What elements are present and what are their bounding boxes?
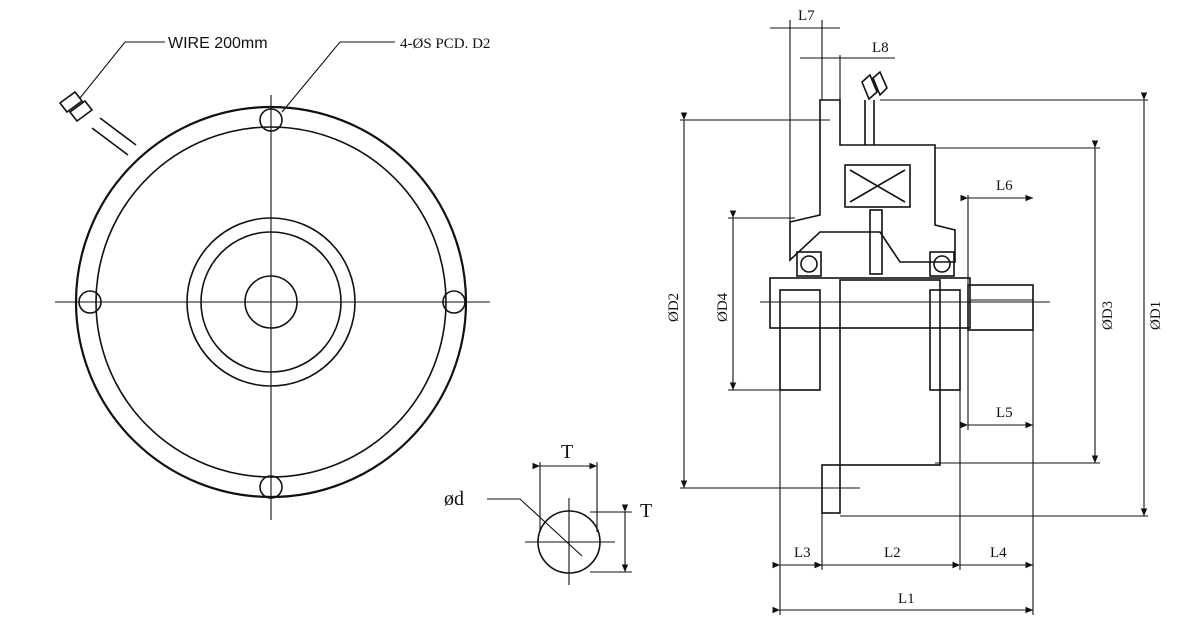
l5-label: L5 (996, 405, 1013, 421)
l3-label: L3 (794, 545, 811, 561)
wire-connector-icon (58, 90, 94, 123)
t-label-top: T (561, 441, 573, 463)
left-hub (779, 289, 821, 391)
holes-leader (281, 41, 395, 113)
holes-label: 4-ØS PCD. D2 (400, 36, 490, 52)
bearing-left-ball (800, 255, 818, 273)
wire-label: WIRE 200mm (168, 35, 268, 52)
d1-label: ØD1 (1148, 301, 1164, 330)
housing-hatched (789, 99, 956, 263)
d2-label: ØD2 (666, 293, 682, 322)
armature-body (839, 279, 941, 466)
od-label: ød (444, 488, 464, 510)
d3-label: ØD3 (1100, 301, 1116, 330)
coil-x-icon (849, 169, 906, 203)
side-connector-icon (861, 70, 888, 101)
l8-label: L8 (872, 40, 889, 56)
bearing-left (796, 251, 822, 277)
side-section-view: L7 L8 L6 L5 L3 L2 L4 L1 ØD2 ØD4 ØD3 ØD1 (666, 8, 1164, 615)
lower-flange (821, 464, 841, 514)
right-hub (929, 289, 961, 391)
side-wire (864, 100, 875, 145)
mount-hole-left (78, 290, 102, 314)
t-label-side: T (640, 500, 652, 522)
wire-sleeve (91, 117, 137, 156)
bearing-right (929, 251, 955, 277)
l7-label: L7 (798, 8, 815, 24)
l6-label: L6 (996, 178, 1013, 194)
front-view: WIRE 200mm 4-ØS PCD. D2 (55, 35, 490, 520)
l4-label: L4 (990, 545, 1007, 561)
od-leader (487, 498, 583, 557)
center-stem (869, 209, 883, 275)
shaft (769, 277, 971, 329)
coil-box (844, 164, 911, 208)
mount-hole-right (442, 290, 466, 314)
mount-hole-bottom (259, 475, 283, 499)
l2-label: L2 (884, 545, 901, 561)
shaft-detail: T T ød (444, 441, 652, 585)
l1-label: L1 (898, 591, 915, 607)
shaft-extension (967, 284, 1034, 331)
wire-leader (79, 41, 165, 99)
bearing-right-ball (933, 255, 951, 273)
mount-hole-top (259, 108, 283, 132)
d4-label: ØD4 (715, 292, 731, 322)
